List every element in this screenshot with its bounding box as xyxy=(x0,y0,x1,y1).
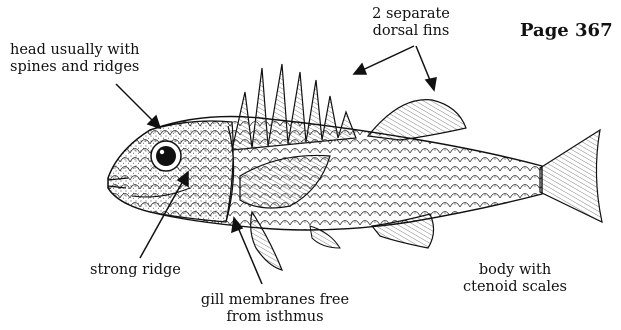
label-gill: gill membranes free from isthmus xyxy=(190,292,360,326)
label-gill-line-1: gill membranes free xyxy=(190,292,360,309)
label-dorsal: 2 separate dorsal fins xyxy=(356,6,466,40)
label-head: head usually with spines and ridges xyxy=(10,42,140,76)
arrow-head-label xyxy=(116,84,160,128)
label-head-line-1: head usually with xyxy=(10,42,140,59)
label-strong-ridge: strong ridge xyxy=(90,262,181,279)
label-dorsal-line-1: 2 separate xyxy=(356,6,466,23)
caudal-fin xyxy=(540,130,602,222)
eye xyxy=(151,141,181,171)
page-number: Page 367 xyxy=(520,20,613,41)
label-body: body with ctenoid scales xyxy=(450,262,580,296)
label-dorsal-line-2: dorsal fins xyxy=(356,23,466,40)
arrow-dorsal-second xyxy=(416,46,436,90)
label-body-line-1: body with xyxy=(450,262,580,279)
arrow-dorsal-first xyxy=(354,46,414,74)
label-head-line-2: spines and ridges xyxy=(10,59,140,76)
fish-body xyxy=(108,117,542,231)
label-body-line-2: ctenoid scales xyxy=(450,279,580,296)
label-gill-line-2: from isthmus xyxy=(190,309,360,326)
